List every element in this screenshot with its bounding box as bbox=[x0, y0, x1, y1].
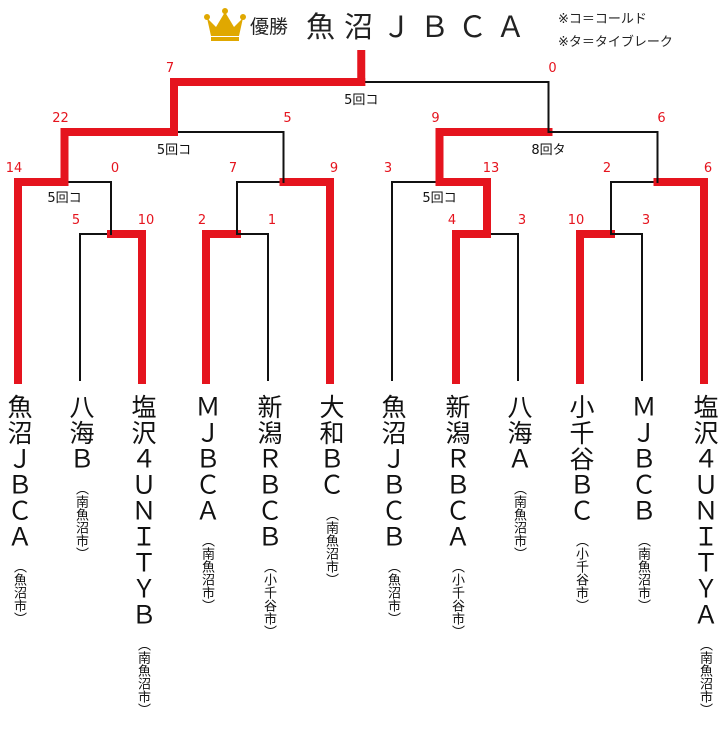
team-name: 塩沢４ＵＮＩＴＹＡ bbox=[690, 394, 719, 628]
team-name: 大和ＢＣ bbox=[316, 394, 345, 498]
team-9: 八海Ａ （南魚沼市） bbox=[503, 394, 533, 560]
qf_1-left-score: 14 bbox=[6, 161, 23, 176]
final-note: 5回コ bbox=[344, 93, 378, 108]
sf_1-right-score: 5 bbox=[283, 111, 291, 126]
team-12: 塩沢４ＵＮＩＴＹＡ （南魚沼市） bbox=[689, 394, 719, 716]
team-name: 小千谷ＢＣ bbox=[566, 394, 595, 524]
team-city: （小千谷市） bbox=[261, 560, 276, 638]
sf_1-left-score: 22 bbox=[52, 111, 69, 126]
team-2: 八海Ｂ （南魚沼市） bbox=[65, 394, 95, 560]
team-city: （南魚沼市） bbox=[323, 508, 338, 586]
team-city: （南魚沼市） bbox=[73, 482, 88, 560]
sf_1-note: 5回コ bbox=[157, 143, 191, 158]
team-4: ＭＪＢＣＡ （南魚沼市） bbox=[191, 394, 221, 612]
qf_3-left-score: 3 bbox=[384, 161, 392, 176]
r1_1-right-score: 10 bbox=[138, 213, 155, 228]
team-11: ＭＪＢＣＢ （南魚沼市） bbox=[627, 394, 657, 612]
team-3: 塩沢４ＵＮＩＴＹＢ （南魚沼市） bbox=[127, 394, 157, 716]
team-name: 八海Ａ bbox=[504, 394, 533, 472]
r1_4-right-score: 3 bbox=[642, 213, 650, 228]
team-name: 魚沼ＪＢＣＡ bbox=[4, 394, 33, 550]
winner-label: 優勝 bbox=[250, 16, 289, 38]
r1_2-right-score: 1 bbox=[268, 213, 276, 228]
qf_2-left-score: 7 bbox=[229, 161, 237, 176]
note-tiebreak: ※タ＝タイブレーク bbox=[558, 35, 673, 50]
qf_2-right-score: 9 bbox=[330, 161, 338, 176]
team-city: （小千谷市） bbox=[449, 560, 464, 638]
team-city: （南魚沼市） bbox=[511, 482, 526, 560]
team-name: 塩沢４ＵＮＩＴＹＢ bbox=[128, 394, 157, 628]
r1_3-right-score: 3 bbox=[518, 213, 526, 228]
team-name: 新潟ＲＢＣＡ bbox=[442, 394, 471, 550]
r1_1-left-score: 5 bbox=[72, 213, 80, 228]
qf_1-note: 5回コ bbox=[47, 191, 81, 206]
qf_4-left-score: 2 bbox=[603, 161, 611, 176]
r1_2-left-score: 2 bbox=[198, 213, 206, 228]
team-city: （南魚沼市） bbox=[635, 534, 650, 612]
team-1: 魚沼ＪＢＣＡ （魚沼市） bbox=[3, 394, 33, 625]
team-name: 新潟ＲＢＣＢ bbox=[254, 394, 283, 550]
team-city: （南魚沼市） bbox=[697, 638, 712, 716]
r1_4-left-score: 10 bbox=[568, 213, 585, 228]
sf_2-left-score: 9 bbox=[431, 111, 439, 126]
team-name: ＭＪＢＣＡ bbox=[192, 394, 221, 524]
sf_2-right-score: 6 bbox=[657, 111, 665, 126]
qf_3-note: 5回コ bbox=[422, 191, 456, 206]
team-city: （魚沼市） bbox=[385, 560, 400, 625]
team-name: ＭＪＢＣＢ bbox=[628, 394, 657, 524]
team-city: （魚沼市） bbox=[11, 560, 26, 625]
champion-name: 魚沼ＪＢＣＡ bbox=[306, 10, 535, 44]
note-cold-game: ※コ＝コールド bbox=[558, 12, 647, 27]
team-name: 魚沼ＪＢＣＢ bbox=[378, 394, 407, 550]
team-5: 新潟ＲＢＣＢ （小千谷市） bbox=[253, 394, 283, 638]
team-6: 大和ＢＣ （南魚沼市） bbox=[315, 394, 345, 586]
final-left-score: 7 bbox=[166, 61, 174, 76]
qf_4-right-score: 6 bbox=[704, 161, 712, 176]
crown-icon bbox=[204, 8, 246, 41]
final-right-score: 0 bbox=[548, 61, 556, 76]
team-10: 小千谷ＢＣ （小千谷市） bbox=[565, 394, 595, 612]
team-city: （南魚沼市） bbox=[199, 534, 214, 612]
team-name: 八海Ｂ bbox=[66, 394, 95, 472]
team-8: 新潟ＲＢＣＡ （小千谷市） bbox=[441, 394, 471, 638]
r1_3-left-score: 4 bbox=[448, 213, 456, 228]
qf_3-right-score: 13 bbox=[483, 161, 500, 176]
team-city: （小千谷市） bbox=[573, 534, 588, 612]
sf_2-note: 8回タ bbox=[531, 143, 565, 158]
qf_1-right-score: 0 bbox=[111, 161, 119, 176]
team-7: 魚沼ＪＢＣＢ （魚沼市） bbox=[377, 394, 407, 625]
team-city: （南魚沼市） bbox=[135, 638, 150, 716]
